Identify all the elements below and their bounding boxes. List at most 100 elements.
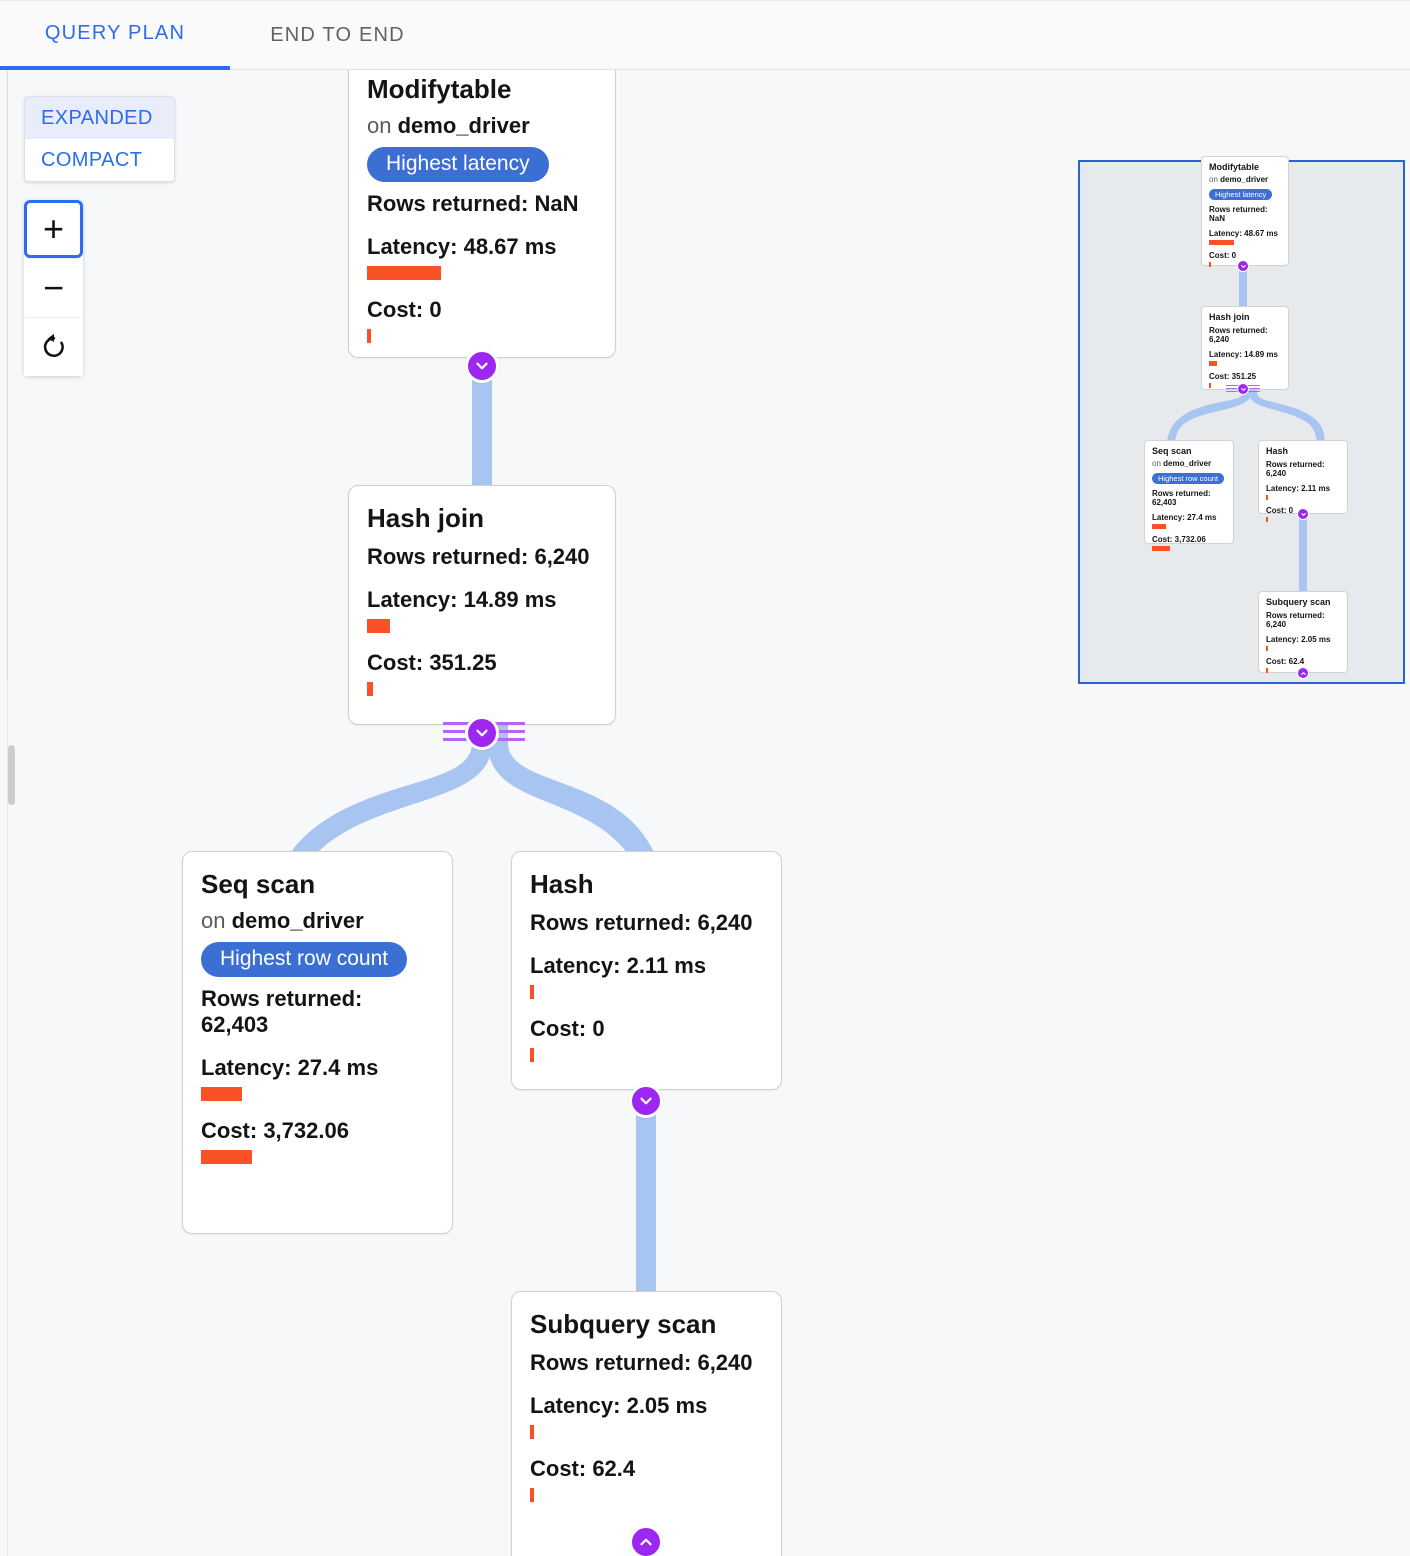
minimap-rows: Rows returned: 6,240: [1266, 459, 1325, 478]
minimap-sibling-lines-left: [1226, 385, 1239, 394]
node-cost: Cost: 62.4: [530, 1455, 636, 1481]
display-mode-toggle[interactable]: EXPANDED COMPACT: [24, 96, 175, 182]
minimap-rows: Rows returned: 6,240: [1209, 325, 1268, 344]
node-rows-returned: Rows returned: 6,240: [367, 543, 590, 569]
plus-icon: +: [42, 208, 65, 249]
reset-icon: [43, 333, 64, 357]
minimap-cost-bar: [1152, 545, 1170, 551]
minimap[interactable]: Modifytable on demo_driver Highest laten…: [1078, 156, 1405, 684]
minimap-cost-bar: [1266, 667, 1268, 673]
node-relation-prefix: on: [367, 112, 392, 138]
minimap-collapse-modifytable[interactable]: [1237, 260, 1249, 272]
minimap-rows: Rows returned: 62,403: [1152, 488, 1211, 507]
node-rows-returned: Rows returned: NaN: [367, 190, 579, 216]
canvas-divider: [7, 70, 8, 770]
vertical-scrollbar-thumb[interactable]: [8, 745, 15, 805]
node-title: Hash join: [367, 503, 485, 533]
status-badge: Highest row count: [201, 941, 408, 977]
node-latency: Latency: 2.05 ms: [530, 1392, 708, 1418]
zoom-in-button[interactable]: +: [24, 200, 83, 258]
cost-bar: [367, 328, 371, 343]
minimap-latency: Latency: 14.89 ms: [1209, 349, 1278, 359]
latency-bar: [367, 265, 441, 280]
minimap-edge-hashjoin-children: [1167, 387, 1325, 447]
minimap-latency: Latency: 2.11 ms: [1266, 483, 1331, 493]
latency-bar: [367, 618, 390, 633]
collapse-toggle-modifytable[interactable]: [465, 349, 499, 383]
sibling-lines-left: [443, 722, 473, 746]
cost-bar: [201, 1149, 252, 1164]
minimap-collapse-subquery-scan[interactable]: [1297, 667, 1309, 679]
collapse-toggle-hash-join[interactable]: [465, 716, 499, 750]
zoom-out-button[interactable]: −: [24, 259, 83, 317]
node-title: Subquery scan: [530, 1309, 717, 1339]
minimap-node-hash-join[interactable]: Hash join Rows returned: 6,240 Latency: …: [1201, 306, 1289, 390]
chevron-down-icon: [476, 729, 488, 737]
minimap-cost-bar: [1209, 382, 1211, 388]
node-subquery-scan[interactable]: Subquery scan Rows returned: 6,240 Laten…: [511, 1291, 782, 1556]
node-cost: Cost: 0: [530, 1015, 605, 1041]
reset-view-button[interactable]: [24, 318, 83, 376]
cost-bar: [530, 1047, 534, 1062]
zoom-controls[interactable]: + −: [24, 200, 83, 376]
latency-bar: [201, 1086, 242, 1101]
minimap-relation-name: demo_driver: [1163, 458, 1212, 468]
minimap-status-badge: Highest latency: [1209, 188, 1273, 200]
minimap-node-title: Modifytable: [1209, 162, 1260, 172]
node-title: Hash: [530, 869, 594, 899]
minimap-collapse-hash-join[interactable]: [1237, 383, 1249, 395]
chevron-down-icon: [1240, 264, 1246, 268]
graph-canvas[interactable]: Modifytable on demo_driver Highest laten…: [0, 70, 1410, 1556]
minimap-node-title: Hash join: [1209, 312, 1250, 322]
sibling-lines-right: [495, 722, 525, 746]
node-rows-returned: Rows returned: 6,240: [530, 909, 753, 935]
mode-expanded-button[interactable]: EXPANDED: [25, 97, 174, 139]
minimap-node-subquery-scan[interactable]: Subquery scan Rows returned: 6,240 Laten…: [1258, 591, 1348, 673]
minimap-cost: Cost: 0: [1266, 505, 1294, 515]
collapse-toggle-subquery-scan[interactable]: [629, 1525, 663, 1556]
mode-compact-label: COMPACT: [41, 148, 143, 171]
minimap-cost-bar: [1266, 516, 1268, 522]
minimap-node-title: Hash: [1266, 446, 1289, 456]
chevron-up-icon: [1300, 671, 1306, 675]
chevron-down-icon: [476, 362, 488, 370]
mode-compact-button[interactable]: COMPACT: [25, 139, 174, 181]
node-relation-name: demo_driver: [397, 112, 530, 138]
minimap-cost-bar: [1209, 261, 1211, 267]
node-hash[interactable]: Hash Rows returned: 6,240 Latency: 2.11 …: [511, 851, 782, 1090]
minimap-latency: Latency: 27.4 ms: [1152, 512, 1217, 522]
chevron-down-icon: [1240, 387, 1246, 391]
node-title: Modifytable: [367, 74, 512, 104]
node-modifytable[interactable]: Modifytable on demo_driver Highest laten…: [348, 70, 616, 358]
minimap-relation-name: demo_driver: [1220, 174, 1269, 184]
node-title: Seq scan: [201, 869, 316, 899]
tab-bar: QUERY PLAN END TO END: [0, 0, 1410, 70]
minimap-latency-bar: [1266, 645, 1268, 651]
divider: [26, 258, 81, 259]
minimap-latency-bar: [1152, 523, 1166, 529]
node-hash-join[interactable]: Hash join Rows returned: 6,240 Latency: …: [348, 485, 616, 725]
minimap-node-title: Subquery scan: [1266, 597, 1331, 607]
cost-bar: [530, 1487, 534, 1502]
minimap-node-hash[interactable]: Hash Rows returned: 6,240 Latency: 2.11 …: [1258, 440, 1348, 522]
minimap-node-title: Seq scan: [1152, 446, 1192, 456]
status-badge: Highest latency: [367, 146, 549, 182]
minimap-node-relation: on demo_driver: [1209, 175, 1282, 184]
node-latency: Latency: 14.89 ms: [367, 586, 557, 612]
collapse-toggle-hash[interactable]: [629, 1084, 663, 1118]
tab-query-plan-label: QUERY PLAN: [44, 22, 186, 44]
tab-end-to-end[interactable]: END TO END: [230, 1, 445, 70]
minimap-node-seq-scan[interactable]: Seq scan on demo_driver Highest row coun…: [1144, 440, 1234, 551]
minimap-cost: Cost: 62.4: [1266, 656, 1305, 666]
node-seq-scan[interactable]: Seq scan on demo_driver Highest row coun…: [182, 851, 453, 1234]
minimap-collapse-hash[interactable]: [1297, 508, 1309, 520]
tab-query-plan[interactable]: QUERY PLAN: [0, 1, 230, 70]
minimap-edge-hash-subqueryscan: [1299, 511, 1307, 601]
latency-bar: [530, 984, 534, 999]
minimap-latency-bar: [1266, 494, 1268, 500]
minimap-status-badge: Highest row count: [1152, 472, 1225, 484]
chevron-down-icon: [1300, 512, 1306, 516]
minimap-node-modifytable[interactable]: Modifytable on demo_driver Highest laten…: [1201, 156, 1289, 267]
minimap-latency-bar: [1209, 360, 1217, 366]
